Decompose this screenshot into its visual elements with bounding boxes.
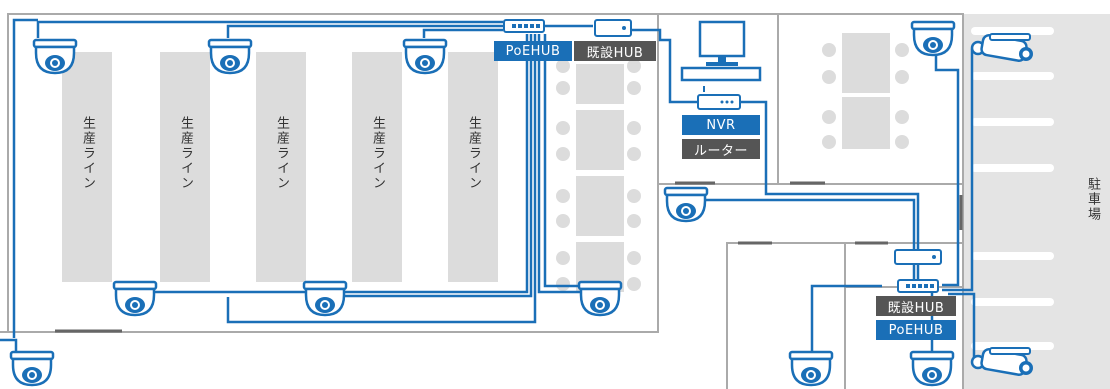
desk-blocks [576,33,890,292]
production-line-blocks [62,52,498,282]
production-line-label: 生産ライン [370,116,385,191]
dome-camera-icon [32,38,78,75]
dome-camera-icon [577,280,623,317]
chairs [556,43,909,291]
network-hub-icon [503,19,545,33]
parking-stripes [971,27,1054,350]
dome-camera-icon [788,350,834,387]
production-line-label: 生産ライン [178,116,193,191]
nvr-label: NVR [682,115,760,135]
dome-camera-icon [663,186,709,223]
dome-camera-icon [910,20,956,57]
doorways [55,181,963,333]
poe-hub-label: PoEHUB [876,320,956,340]
dome-camera-icon [207,38,253,75]
router-label: ルーター [682,139,760,159]
existing-hub-label: 既設HUB [876,296,956,316]
production-line-label: 生産ライン [80,116,95,191]
parking-label: 駐車場 [1085,177,1100,222]
network-hub-icon [594,19,632,37]
production-line-label: 生産ライン [274,116,289,191]
router-icon [697,86,741,110]
dome-camera-icon [302,280,348,317]
building-walls [0,13,964,389]
network-hub-icon [897,279,939,293]
dome-camera-icon [909,350,955,387]
existing-hub-label: 既設HUB [574,41,656,61]
dome-camera-icon [402,38,448,75]
network-hub-icon [894,249,942,265]
production-line-label: 生産ライン [466,116,481,191]
dome-camera-icon [9,350,55,387]
dome-camera-icon [112,280,158,317]
poe-hub-label: PoEHUB [494,41,572,61]
desktop-computer-icon [680,20,762,82]
